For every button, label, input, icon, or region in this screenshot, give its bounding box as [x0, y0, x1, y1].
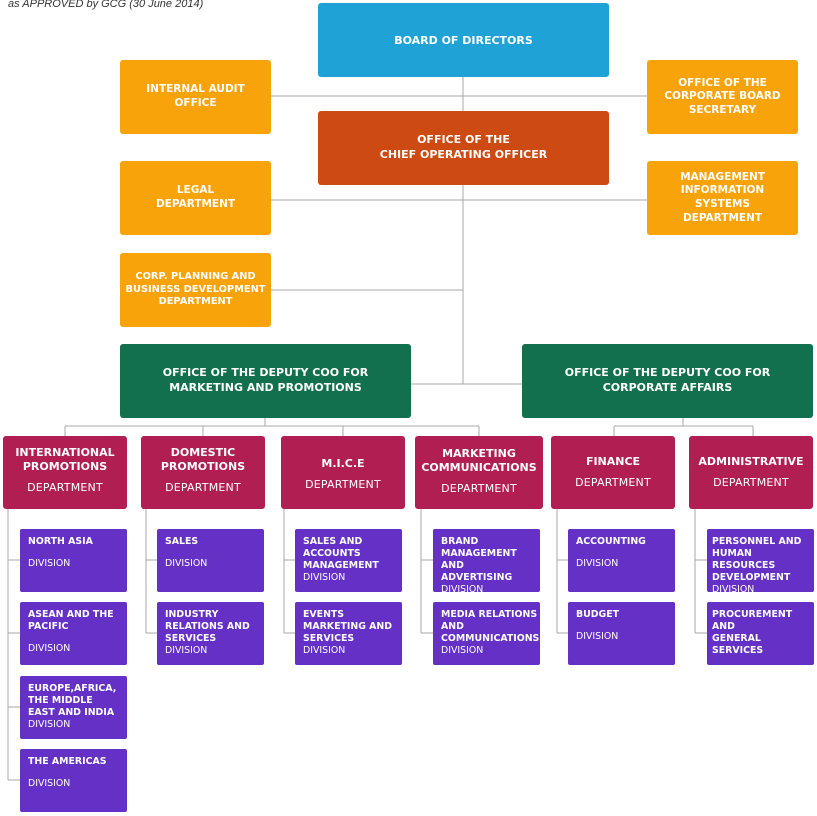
division-type: DIVISION	[165, 644, 208, 656]
deputy-coo-marketing-label: OFFICE OF THE DEPUTY COO FOR MARKETING A…	[162, 366, 369, 394]
department-marketing-communications: MARKETING COMMUNICATIONS DEPARTMENT	[415, 436, 543, 509]
division-accounting: ACCOUNTING DIVISION	[568, 529, 675, 592]
approval-caption: as APPROVED by GCG (30 June 2014)	[8, 0, 204, 10]
internal-audit-label: INTERNAL AUDIT OFFICE	[146, 83, 245, 109]
department-type: DEPARTMENT	[441, 481, 517, 495]
division-type: DIVISION	[712, 666, 755, 678]
division-europe-africa-middle-east-india: EUROPE,AFRICA, THE MIDDLE EAST AND INDIA…	[20, 676, 127, 739]
division-type: DIVISION	[712, 583, 755, 595]
deputy-coo-corporate-label: OFFICE OF THE DEPUTY COO FOR CORPORATE A…	[564, 366, 771, 394]
division-asean-pacific: ASEAN AND THE PACIFIC DIVISION	[20, 602, 127, 665]
department-type: DEPARTMENT	[575, 475, 651, 489]
deputy-coo-corporate-box: OFFICE OF THE DEPUTY COO FOR CORPORATE A…	[522, 344, 813, 418]
department-name: FINANCE	[585, 455, 641, 468]
division-type: DIVISION	[28, 718, 71, 730]
board-of-directors-box: BOARD OF DIRECTORS	[318, 3, 609, 77]
department-mice: M.I.C.E DEPARTMENT	[281, 436, 405, 509]
division-type: DIVISION	[28, 777, 71, 789]
department-type: DEPARTMENT	[165, 480, 241, 494]
division-name: NORTH ASIA	[28, 536, 93, 547]
corporate-board-secretary-label: OFFICE OF THE CORPORATE BOARD SECRETARY	[664, 76, 781, 116]
division-type: DIVISION	[303, 571, 346, 583]
division-media-relations: MEDIA RELATIONS AND COMMUNICATIONS DIVIS…	[433, 602, 540, 665]
department-domestic-promotions: DOMESTIC PROMOTIONS DEPARTMENT	[141, 436, 265, 509]
coo-office-label: OFFICE OF THE CHIEF OPERATING OFFICER	[379, 133, 548, 161]
division-brand-management: BRAND MANAGEMENT AND ADVERTISING DIVISIO…	[433, 529, 540, 595]
division-type: DIVISION	[28, 642, 71, 654]
division-name: ACCOUNTING	[576, 536, 646, 547]
division-sales: SALES DIVISION	[157, 529, 264, 592]
division-type: DIVISION	[441, 644, 484, 656]
division-type: DIVISION	[165, 557, 208, 569]
department-name: INTERNATIONAL PROMOTIONS	[15, 446, 115, 473]
department-finance: FINANCE DEPARTMENT	[551, 436, 675, 509]
department-name: DOMESTIC PROMOTIONS	[160, 446, 246, 473]
division-name: ASEAN AND THE PACIFIC	[28, 609, 114, 632]
legal-department-box: LEGAL DEPARTMENT	[120, 161, 271, 235]
board-label: BOARD OF DIRECTORS	[394, 33, 533, 47]
coo-office-box: OFFICE OF THE CHIEF OPERATING OFFICER	[318, 111, 609, 185]
division-name: BUDGET	[576, 609, 620, 620]
division-name: THE AMERICAS	[28, 756, 107, 767]
division-personnel-hr: PERSONNEL AND HUMAN RESOURCES DEVELOPMEN…	[707, 529, 814, 595]
department-name: M.I.C.E	[321, 457, 365, 470]
mis-department-label: MANAGEMENT INFORMATION SYSTEMS DEPARTMEN…	[680, 170, 765, 224]
division-industry-relations: INDUSTRY RELATIONS AND SERVICES DIVISION	[157, 602, 264, 665]
corp-planning-box: CORP. PLANNING AND BUSINESS DEVELOPMENT …	[120, 253, 271, 327]
division-name: SALES AND ACCOUNTS MANAGEMENT	[303, 536, 379, 571]
division-name: PROCUREMENT AND GENERAL SERVICES	[712, 609, 793, 656]
division-north-asia: NORTH ASIA DIVISION	[20, 529, 127, 592]
division-procurement: PROCUREMENT AND GENERAL SERVICES DIVISIO…	[707, 602, 814, 678]
department-administrative: ADMINISTRATIVE DEPARTMENT	[689, 436, 813, 509]
division-the-americas: THE AMERICAS DIVISION	[20, 749, 127, 812]
division-type: DIVISION	[441, 583, 484, 595]
division-type: DIVISION	[303, 644, 346, 656]
division-type: DIVISION	[28, 557, 71, 569]
division-name: PERSONNEL AND HUMAN RESOURCES DEVELOPMEN…	[712, 536, 802, 583]
department-type: DEPARTMENT	[713, 475, 789, 489]
division-name: INDUSTRY RELATIONS AND SERVICES	[165, 609, 250, 644]
division-name: MEDIA RELATIONS AND COMMUNICATIONS	[441, 609, 540, 644]
corp-planning-label: CORP. PLANNING AND BUSINESS DEVELOPMENT …	[125, 270, 266, 308]
division-name: SALES	[165, 536, 199, 547]
division-type: DIVISION	[576, 630, 619, 642]
corporate-board-secretary-box: OFFICE OF THE CORPORATE BOARD SECRETARY	[647, 60, 798, 134]
division-name: BRAND MANAGEMENT AND ADVERTISING	[441, 536, 517, 583]
department-name: MARKETING COMMUNICATIONS	[421, 447, 537, 474]
division-type: DIVISION	[576, 557, 619, 569]
internal-audit-box: INTERNAL AUDIT OFFICE	[120, 60, 271, 134]
department-type: DEPARTMENT	[305, 477, 381, 491]
division-budget: BUDGET DIVISION	[568, 602, 675, 665]
deputy-coo-marketing-box: OFFICE OF THE DEPUTY COO FOR MARKETING A…	[120, 344, 411, 418]
division-sales-accounts-management: SALES AND ACCOUNTS MANAGEMENT DIVISION	[295, 529, 402, 592]
division-name: EVENTS MARKETING AND SERVICES	[303, 609, 393, 644]
legal-department-label: LEGAL DEPARTMENT	[155, 184, 236, 210]
department-type: DEPARTMENT	[27, 480, 103, 494]
mis-department-box: MANAGEMENT INFORMATION SYSTEMS DEPARTMEN…	[647, 161, 798, 235]
division-name: EUROPE,AFRICA, THE MIDDLE EAST AND INDIA	[28, 683, 117, 718]
division-events-marketing: EVENTS MARKETING AND SERVICES DIVISION	[295, 602, 402, 665]
department-name: ADMINISTRATIVE	[698, 455, 804, 468]
department-international-promotions: INTERNATIONAL PROMOTIONS DEPARTMENT	[3, 436, 127, 509]
